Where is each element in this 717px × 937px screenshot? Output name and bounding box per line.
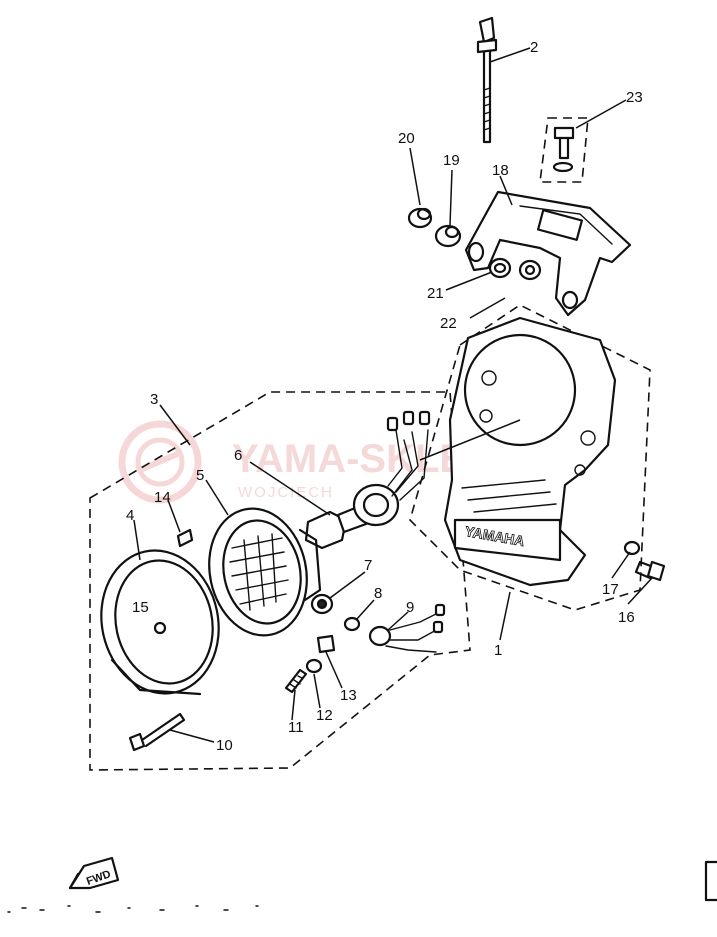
part-5-lens-unit (208, 507, 322, 637)
part-18-stay (464, 190, 632, 317)
watermark-subtitle: WOJCIECH (238, 484, 334, 501)
callout-3: 3 (150, 391, 158, 408)
leader-lines (133, 47, 653, 743)
part-21-washer (488, 257, 512, 279)
callout-15: 15 (132, 599, 149, 616)
part-22-nut (518, 259, 542, 281)
part-11-adjust-screw (284, 668, 308, 694)
part-23-bolt (552, 126, 575, 173)
part-9-socket-cord (368, 603, 446, 653)
part-6-bulb-socket (304, 410, 431, 550)
callout-1: 1 (494, 642, 502, 659)
callout-23: 23 (626, 89, 643, 106)
page-edge-bracket (704, 860, 717, 902)
callout-10: 10 (216, 737, 233, 754)
part-12-spring (305, 658, 323, 674)
callout-11: 11 (288, 719, 304, 736)
callout-22: 22 (440, 315, 457, 332)
cowl-boundary (409, 304, 651, 611)
yama-sklep-logo-icon (118, 420, 202, 504)
callout-13: 13 (340, 687, 357, 704)
callout-21: 21 (427, 285, 444, 302)
part-8-aux-bulb (343, 616, 361, 632)
part-1-headlight-cowl: YAMAHA (443, 316, 617, 587)
part-16-screw (634, 560, 666, 582)
callout-8: 8 (374, 585, 382, 602)
part-19-grommet (434, 224, 462, 248)
callout-19: 19 (443, 152, 460, 169)
callout-20: 20 (398, 130, 415, 147)
callout-6: 6 (234, 447, 242, 464)
forward-arrow-icon: FWD (68, 856, 120, 890)
callout-5: 5 (196, 467, 204, 484)
part-20-collar (407, 207, 433, 229)
part-13-nut (316, 634, 336, 654)
callout-18: 18 (492, 162, 509, 179)
headlight-unit-boundary (89, 391, 471, 771)
part-2-adjusting-bolt (476, 16, 498, 144)
callout-labels: 2 23 20 19 18 21 22 3 6 5 14 4 7 8 9 15 … (126, 39, 643, 754)
callout-12: 12 (316, 707, 333, 724)
callout-14: 14 (154, 489, 171, 506)
part-7-socket-cover (310, 593, 334, 615)
callout-7: 7 (364, 557, 372, 574)
callout-17: 17 (602, 581, 619, 598)
callout-2: 2 (530, 39, 538, 56)
callout-4: 4 (126, 507, 134, 524)
bolt-23-boundary (539, 117, 589, 183)
part-10-screw (128, 712, 186, 752)
callout-16: 16 (618, 609, 635, 626)
part-15-screw (153, 621, 167, 635)
callout-9: 9 (406, 599, 414, 616)
part-17-collar (623, 540, 641, 556)
scan-noise (7, 905, 259, 913)
part-14-screw (176, 528, 194, 548)
